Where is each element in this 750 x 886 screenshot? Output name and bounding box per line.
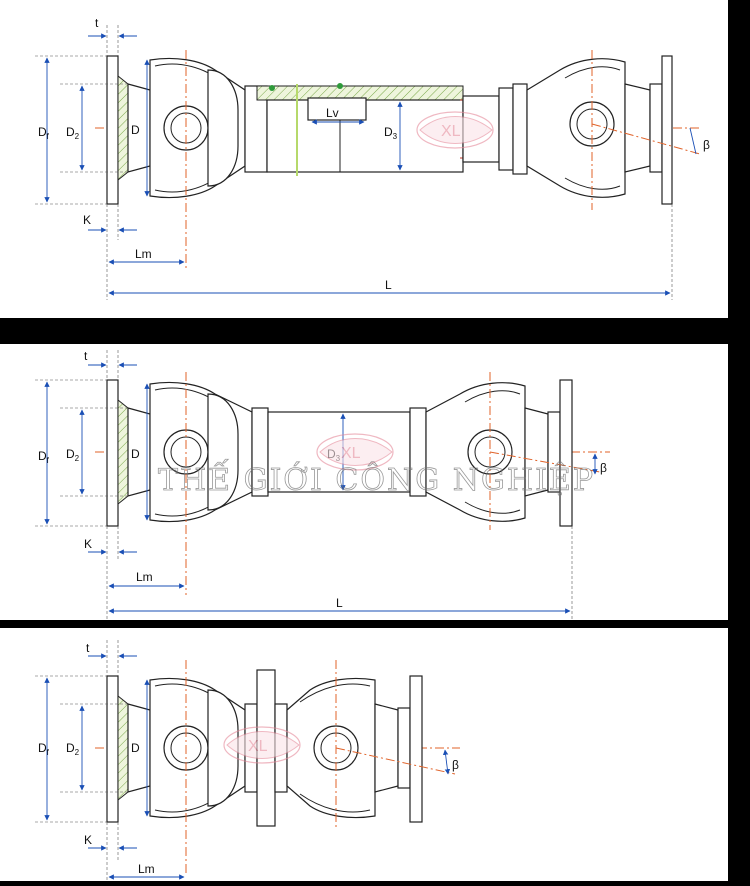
- svg-text:Df: Df: [38, 449, 50, 465]
- svg-text:D: D: [131, 447, 140, 461]
- label-d: D: [131, 123, 140, 137]
- label-d2: D2: [66, 125, 80, 141]
- svg-text:Lm: Lm: [138, 862, 155, 876]
- right-flange: [661, 55, 673, 205]
- svg-text:L: L: [336, 596, 343, 610]
- label-d3: D3: [384, 125, 398, 141]
- watermark-text: THẾ GIỚI CÔNG NGHIỆP: [158, 459, 595, 498]
- svg-text:β: β: [452, 758, 459, 772]
- label-beta: β: [703, 138, 710, 152]
- svg-text:t: t: [84, 349, 88, 363]
- svg-text:XL: XL: [341, 445, 361, 462]
- label-lm: Lm: [135, 247, 152, 261]
- svg-text:β: β: [600, 461, 607, 475]
- left-flange: [106, 55, 119, 205]
- label-df: Df: [38, 125, 50, 141]
- label-t: t: [95, 16, 99, 30]
- svg-text:t: t: [86, 641, 90, 655]
- svg-text:K: K: [84, 833, 92, 847]
- svg-text:D: D: [131, 741, 140, 755]
- svg-text:Lm: Lm: [136, 570, 153, 584]
- svg-text:K: K: [84, 537, 92, 551]
- flange-hub-section: [117, 74, 129, 182]
- label-k: K: [83, 213, 91, 227]
- label-lv: Lv: [326, 106, 339, 120]
- diagram-short-double-joint: Df D2 D t K Lm β: [35, 640, 460, 881]
- svg-text:XL: XL: [441, 123, 461, 140]
- diagram-telescopic-shaft: Df D2 D t K Lm Lv D3 β L: [35, 16, 710, 300]
- label-l: L: [385, 278, 392, 292]
- watermark-logo: XL XL XL: [223, 111, 494, 764]
- svg-text:D2: D2: [66, 741, 80, 757]
- svg-text:XL: XL: [248, 738, 268, 755]
- svg-text:Df: Df: [38, 741, 50, 757]
- svg-text:D2: D2: [66, 447, 80, 463]
